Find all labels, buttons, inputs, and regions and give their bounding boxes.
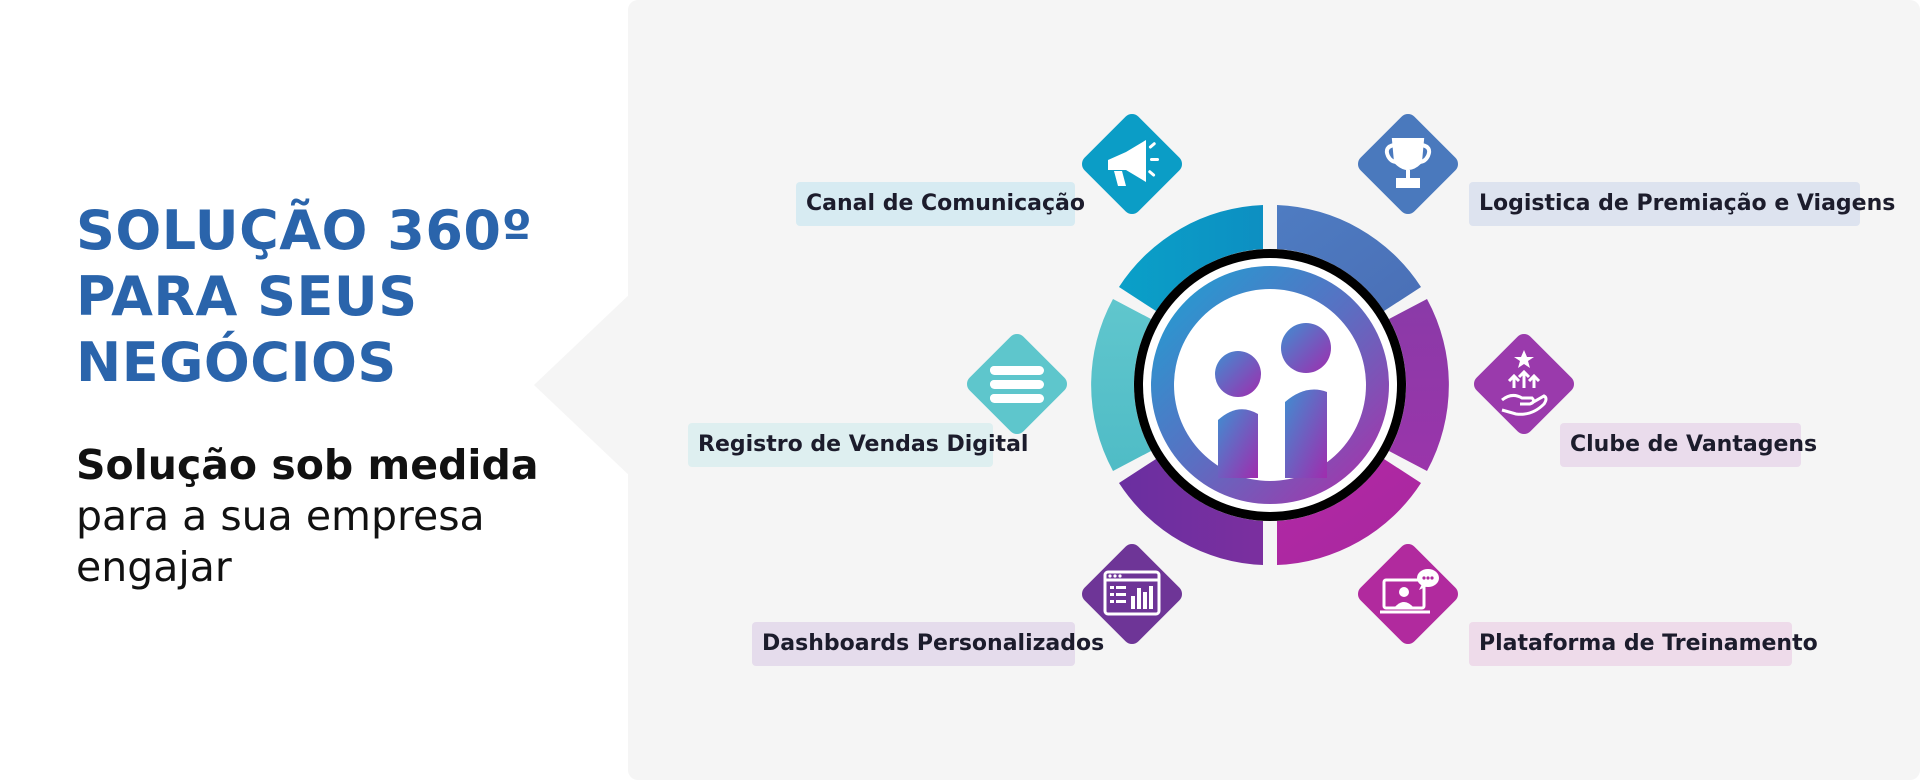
- outer-ring: [1091, 205, 1449, 565]
- headline-line-3: NEGÓCIOS: [76, 331, 397, 394]
- feature-canal-icon-tile: [1081, 113, 1183, 215]
- panel-pointer: [534, 292, 632, 478]
- center-logo: [1134, 249, 1406, 521]
- label-logistica-de-premiacao: Logistica de Premiação e Viagens: [1469, 182, 1895, 226]
- dashboard-chart-icon: [1103, 570, 1161, 616]
- feature-registro-icon-tile: [966, 333, 1068, 435]
- feature-plataforma-icon-tile: [1357, 543, 1459, 645]
- headline-line-2: PARA SEUS: [76, 265, 418, 328]
- feature-dashboards-icon-tile: [1081, 543, 1183, 645]
- label-canal-de-comunicacao: Canal de Comunicação: [796, 182, 1085, 226]
- feature-logistica-icon-tile: [1357, 113, 1459, 215]
- trophy-icon: [1384, 138, 1432, 188]
- subheadline-line-2: engajar: [76, 543, 232, 591]
- ring-segment-plataforma: [1277, 459, 1421, 565]
- headline-line-1: SOLUÇÃO 360º: [76, 199, 533, 262]
- ring-segment-registro: [1091, 299, 1151, 471]
- subheadline: Solução sob medida para a sua empresa en…: [76, 440, 596, 593]
- subheadline-strong: Solução sob medida: [76, 441, 539, 489]
- ii-logo-icon: [1215, 323, 1331, 478]
- hand-arrows-star-icon: [1501, 350, 1548, 416]
- feature-clube-icon-tile: [1473, 333, 1575, 435]
- label-plataforma-de-treinamento: Plataforma de Treinamento: [1469, 622, 1818, 666]
- label-dashboards-personalizados: Dashboards Personalizados: [752, 622, 1104, 666]
- video-training-icon: [1380, 569, 1439, 614]
- label-clube-de-vantagens: Clube de Vantagens: [1560, 423, 1817, 467]
- subheadline-line-1: para a sua empresa: [76, 492, 485, 540]
- label-registro-de-vendas-digital: Registro de Vendas Digital: [688, 423, 1028, 467]
- headline: SOLUÇÃO 360º PARA SEUS NEGÓCIOS: [76, 198, 596, 396]
- ring-segment-canal: [1119, 205, 1263, 311]
- megaphone-icon: [1108, 140, 1159, 186]
- list-icon: [990, 366, 1044, 403]
- ring-segment-dashboards: [1119, 459, 1263, 565]
- ring-segment-clube: [1389, 299, 1449, 471]
- ring-segment-logistica: [1277, 205, 1421, 311]
